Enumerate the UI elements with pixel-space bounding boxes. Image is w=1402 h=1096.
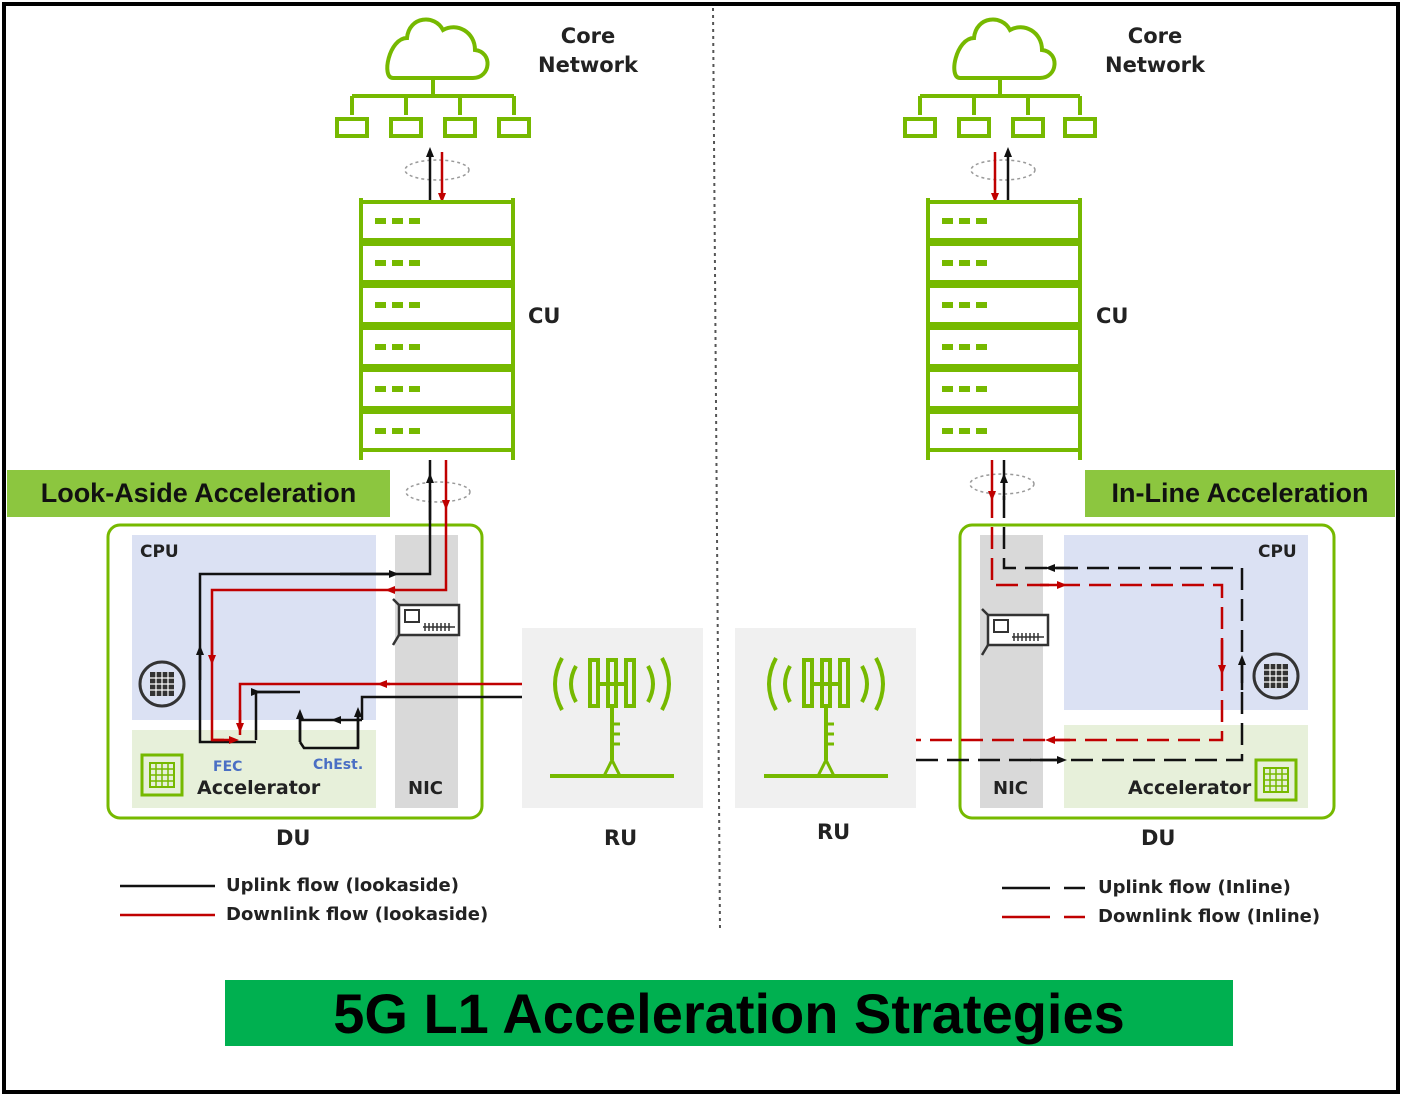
left-cpu-label: CPU: [140, 542, 179, 562]
left-core-network-icon: [335, 17, 531, 138]
left-nic-label: NIC: [408, 778, 443, 799]
right-ru-label: RU: [817, 820, 851, 844]
left-du-label: DU: [276, 826, 311, 850]
left-downlink-flow: [208, 460, 522, 744]
left-legend-uplink-text: Uplink flow (lookaside): [226, 875, 459, 896]
left-chest-label: ChEst.: [313, 757, 364, 773]
right-core-network-label: Core Network: [1105, 22, 1205, 80]
right-legend-downlink-text: Downlink flow (Inline): [1098, 906, 1321, 927]
left-ru-label: RU: [604, 826, 638, 850]
left-core-label-line1: Core: [560, 24, 616, 48]
right-nic-area: [980, 535, 1043, 808]
divider-line: [712, 7, 721, 931]
right-banner: In-Line Acceleration: [1085, 470, 1395, 517]
right-cu-label: CU: [1096, 304, 1129, 328]
left-core-network-label: Core Network: [538, 22, 638, 80]
left-legend-downlink-text: Downlink flow (lookaside): [226, 904, 489, 925]
left-du-box: [106, 523, 484, 820]
left-fec-label: FEC: [213, 759, 243, 775]
right-nic-label: NIC: [993, 778, 1028, 799]
right-legend-uplink-text: Uplink flow (Inline): [1098, 877, 1291, 898]
right-du-box: [958, 523, 1336, 820]
left-cu-label: CU: [528, 304, 561, 328]
right-cpu-label: CPU: [1258, 542, 1297, 562]
left-cu-server-rack: [359, 198, 515, 460]
left-banner: Look-Aside Acceleration: [7, 470, 390, 517]
page-title: 5G L1 Acceleration Strategies: [225, 980, 1233, 1046]
left-uplink-flow: [196, 460, 522, 750]
right-uplink-flow: [916, 460, 1246, 764]
right-downlink-flow: [916, 460, 1226, 744]
right-du-label: DU: [1141, 826, 1176, 850]
right-core-label-line2: Network: [1105, 53, 1206, 77]
right-core-label-line1: Core: [1127, 24, 1183, 48]
left-accelerator-label: Accelerator: [197, 777, 321, 799]
right-cu-server-rack: [926, 198, 1082, 460]
right-core-network-icon: [903, 17, 1097, 138]
right-accelerator-label: Accelerator: [1128, 777, 1252, 799]
left-nic-area: [395, 535, 458, 808]
left-core-label-line2: Network: [538, 53, 639, 77]
